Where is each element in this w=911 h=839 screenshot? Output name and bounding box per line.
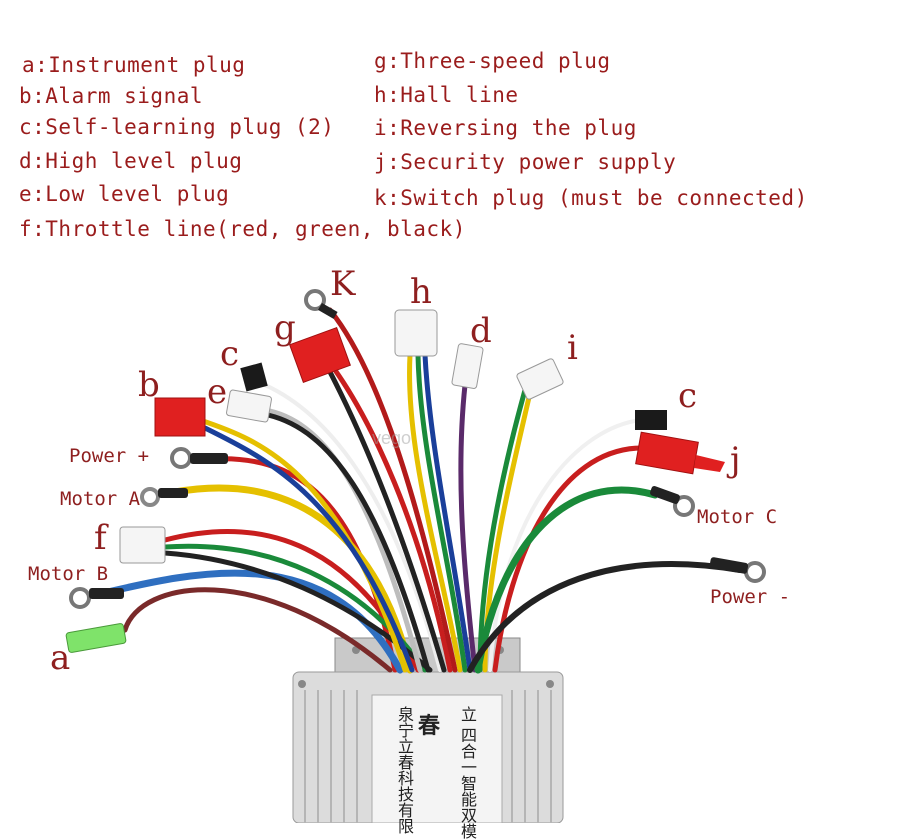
connector-motor-a-ring bbox=[140, 487, 188, 507]
tag-i: i bbox=[567, 328, 578, 368]
connector-motor-c-ring bbox=[650, 486, 695, 517]
wire-k-red bbox=[327, 307, 458, 673]
legend-b: b:Alarm signal bbox=[19, 84, 204, 108]
connector-i bbox=[516, 358, 564, 400]
connector-c-right bbox=[635, 410, 667, 430]
connector-a bbox=[65, 623, 127, 653]
connector-power-minus-ring bbox=[709, 557, 766, 583]
tag-g: g bbox=[274, 308, 296, 348]
controller-label-line2: 泉宁立春科技有限 bbox=[395, 706, 414, 834]
legend-e: e:Low level plug bbox=[19, 182, 230, 206]
connector-c-left bbox=[240, 362, 268, 392]
connector-g bbox=[289, 327, 351, 383]
label-power-plus: Power + bbox=[69, 445, 150, 467]
tag-d: d bbox=[470, 311, 492, 351]
wire-h-green bbox=[415, 352, 468, 673]
legend-c: c:Self-learning plug (2) bbox=[19, 115, 335, 139]
connector-e bbox=[226, 389, 272, 423]
connector-power-plus-ring bbox=[170, 447, 228, 469]
wire-h-blue bbox=[422, 352, 473, 673]
tag-h: h bbox=[410, 272, 432, 312]
wire-d-purple bbox=[458, 382, 478, 673]
connector-f bbox=[119, 526, 166, 564]
legend-i: i:Reversing the plug bbox=[374, 116, 637, 140]
wire-bundle bbox=[91, 307, 743, 674]
wire-c-left bbox=[263, 383, 442, 672]
label-power-minus: Power - bbox=[710, 586, 791, 608]
tag-b: b bbox=[138, 365, 160, 405]
wire-e-black bbox=[265, 412, 431, 673]
wire-b-yellow bbox=[197, 417, 408, 673]
tag-k: K bbox=[330, 264, 356, 304]
wire-g-black bbox=[327, 369, 447, 673]
connector-b bbox=[154, 397, 206, 437]
label-motor-b: Motor B bbox=[28, 563, 109, 585]
tag-e: e bbox=[207, 372, 228, 412]
wire-b-blue bbox=[202, 425, 415, 673]
wire-h-yellow bbox=[407, 352, 463, 673]
connector-motor-b-ring bbox=[69, 587, 124, 609]
label-motor-c: Motor C bbox=[697, 506, 778, 528]
connector-k-ring bbox=[304, 289, 338, 319]
connector-h bbox=[394, 309, 438, 357]
wire-c-right bbox=[488, 418, 642, 672]
wire-g-red bbox=[332, 367, 453, 673]
connector-j bbox=[635, 431, 725, 475]
tag-c-left: c bbox=[220, 334, 240, 374]
legend-g: g:Three-speed plug bbox=[374, 49, 611, 73]
legend-k: k:Switch plug (must be connected) bbox=[374, 186, 808, 210]
label-motor-a: Motor A bbox=[60, 488, 141, 510]
tag-j: j bbox=[730, 440, 741, 480]
tag-c-right: c bbox=[678, 376, 698, 416]
wire-motor-a bbox=[171, 484, 414, 674]
wire-motor-c bbox=[474, 486, 659, 674]
tag-a: a bbox=[50, 638, 71, 678]
watermark: vego bbox=[372, 428, 412, 448]
connector-d bbox=[451, 343, 484, 389]
controller-label-line1: 立 四合一智能双模 bbox=[458, 706, 477, 839]
legend-j: j:Security power supply bbox=[374, 150, 677, 174]
legend-h: h:Hall line bbox=[374, 83, 519, 107]
wire-a bbox=[122, 587, 393, 673]
legend-f: f:Throttle line(red, green, black) bbox=[19, 217, 466, 241]
controller-housing bbox=[292, 637, 564, 823]
tag-f: f bbox=[94, 518, 107, 558]
wire-i-green bbox=[477, 387, 528, 673]
controller-label-char: 春 bbox=[418, 713, 441, 739]
legend-a: a:Instrument plug bbox=[22, 53, 246, 77]
wire-power-minus bbox=[467, 561, 743, 673]
legend-d: d:High level plug bbox=[19, 149, 243, 173]
